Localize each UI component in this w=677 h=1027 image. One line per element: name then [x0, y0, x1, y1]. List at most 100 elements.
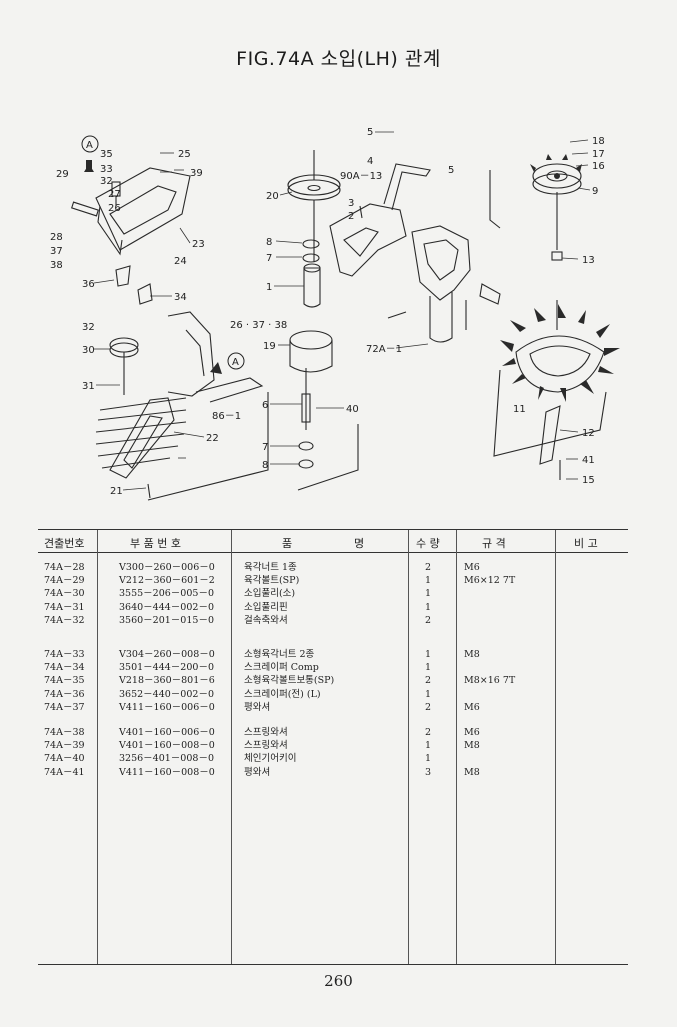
cell-part-number: 3560－201－015－0	[119, 614, 214, 626]
callout-label: 37	[50, 246, 63, 257]
cell-quantity: 1	[425, 649, 432, 660]
cell-part-number: V411－160－006－0	[119, 701, 215, 713]
column-divider	[231, 530, 232, 964]
callout-label: 5	[448, 165, 454, 176]
callout-label: 23	[192, 239, 205, 250]
cell-name: 걸속축와셔	[244, 614, 288, 626]
cell-name: 스크레이퍼 Comp	[244, 662, 319, 674]
callout-label: 3	[348, 198, 354, 209]
callout-label: 25	[178, 149, 191, 160]
callout-label: 5	[367, 127, 373, 138]
cell-code: 74A－30	[44, 588, 85, 600]
cell-code: 74A－33	[44, 649, 85, 660]
callout-label: 24	[174, 256, 187, 267]
cell-spec: M6	[464, 727, 480, 738]
callout-label: 16	[592, 161, 605, 172]
callout-label: 6	[262, 400, 268, 411]
cell-quantity: 1	[425, 753, 432, 765]
callout-label: 4	[367, 156, 373, 167]
cell-part-number: V218－360－801－6	[119, 675, 215, 687]
figure-title: FIG.74A 소입(LH) 관계	[236, 48, 441, 70]
table-row: 74A－32 3560－201－015－0 걸속축와셔 2	[38, 614, 628, 627]
callout-label: 32	[100, 176, 113, 187]
callout-label: 2	[348, 211, 354, 222]
callout-label: 29	[56, 169, 69, 180]
cell-part-number: V300－260－006－0	[119, 562, 215, 573]
reference-mark-a: A	[86, 140, 93, 151]
cell-part-number: 3640－444－002－0	[119, 601, 214, 613]
header-name: 품	[282, 537, 293, 550]
callout-label: 13	[582, 255, 595, 266]
cell-name: 소입풀리(소)	[244, 588, 296, 600]
cell-spec: M6	[464, 701, 480, 713]
callout-label: 32	[82, 322, 95, 333]
callout-label: 34	[174, 292, 187, 303]
callout-label: 33	[100, 164, 113, 175]
callout-label: 26 · 37 · 38	[230, 320, 287, 331]
cell-part-number: 3501－444－200－0	[119, 662, 214, 674]
page-number: 260	[324, 972, 353, 990]
callout-label: 28	[50, 232, 63, 243]
cell-code: 74A－38	[44, 727, 85, 738]
cell-quantity: 1	[425, 688, 432, 700]
callout-label: 12	[582, 428, 595, 439]
callout-label: 31	[82, 381, 95, 392]
cell-name: 스크레이퍼(전) (L)	[244, 688, 321, 700]
cell-code: 74A－41	[44, 766, 85, 778]
callout-label: 17	[592, 149, 605, 160]
cell-quantity: 2	[425, 701, 432, 713]
callout-label: 9	[592, 186, 598, 197]
callout-label: 38	[50, 260, 63, 271]
header-code: 견출번호	[44, 537, 85, 550]
header-name: 명	[354, 537, 365, 550]
cell-part-number: V411－160－008－0	[119, 766, 215, 778]
cell-quantity: 2	[425, 675, 432, 687]
header-spec: 규 격	[482, 537, 506, 550]
cell-code: 74A－36	[44, 688, 85, 700]
callout-label: 30	[82, 345, 95, 356]
cell-name: 소형육각볼트보통(SP)	[244, 675, 335, 687]
callout-label: 8	[262, 460, 268, 471]
callout-label: 18	[592, 136, 605, 147]
callout-label: 20	[266, 191, 279, 202]
callout-label: 8	[266, 237, 272, 248]
callout-label: 36	[82, 279, 95, 290]
header-remark: 비 고	[574, 537, 598, 550]
cell-part-number: V401－160－008－0	[119, 740, 215, 752]
column-divider	[456, 530, 457, 964]
table-row: 74A－30 3555－206－005－0 소입풀리(소) 1	[38, 587, 628, 600]
callout-label: 86－1	[212, 411, 241, 422]
callout-label: 72A－1	[366, 344, 402, 355]
callout-label: 11	[513, 404, 526, 415]
cell-name: 육각너트 1종	[244, 562, 297, 573]
cell-code: 74A－40	[44, 753, 85, 765]
cell-spec: M6×12 7T	[464, 575, 516, 587]
cell-quantity: 1	[425, 601, 432, 613]
cell-part-number: V401－160－006－0	[119, 727, 215, 738]
cell-quantity: 2	[425, 614, 432, 626]
cell-name: 평와셔	[244, 766, 271, 778]
cell-spec: M8	[464, 766, 480, 778]
cell-name: 스프링와셔	[244, 727, 288, 738]
callout-label: 21	[110, 486, 123, 497]
header-quantity: 수 량	[416, 537, 440, 550]
callout-label: 26	[108, 203, 121, 214]
cell-part-number: 3555－206－005－0	[119, 588, 214, 600]
cell-code: 74A－32	[44, 614, 85, 626]
callout-label: 39	[190, 168, 203, 179]
cell-quantity: 1	[425, 588, 432, 600]
callout-label: 7	[262, 442, 268, 453]
callout-label: 22	[206, 433, 219, 444]
cell-name: 소입풀리핀	[244, 601, 288, 613]
cell-quantity: 2	[425, 562, 432, 573]
